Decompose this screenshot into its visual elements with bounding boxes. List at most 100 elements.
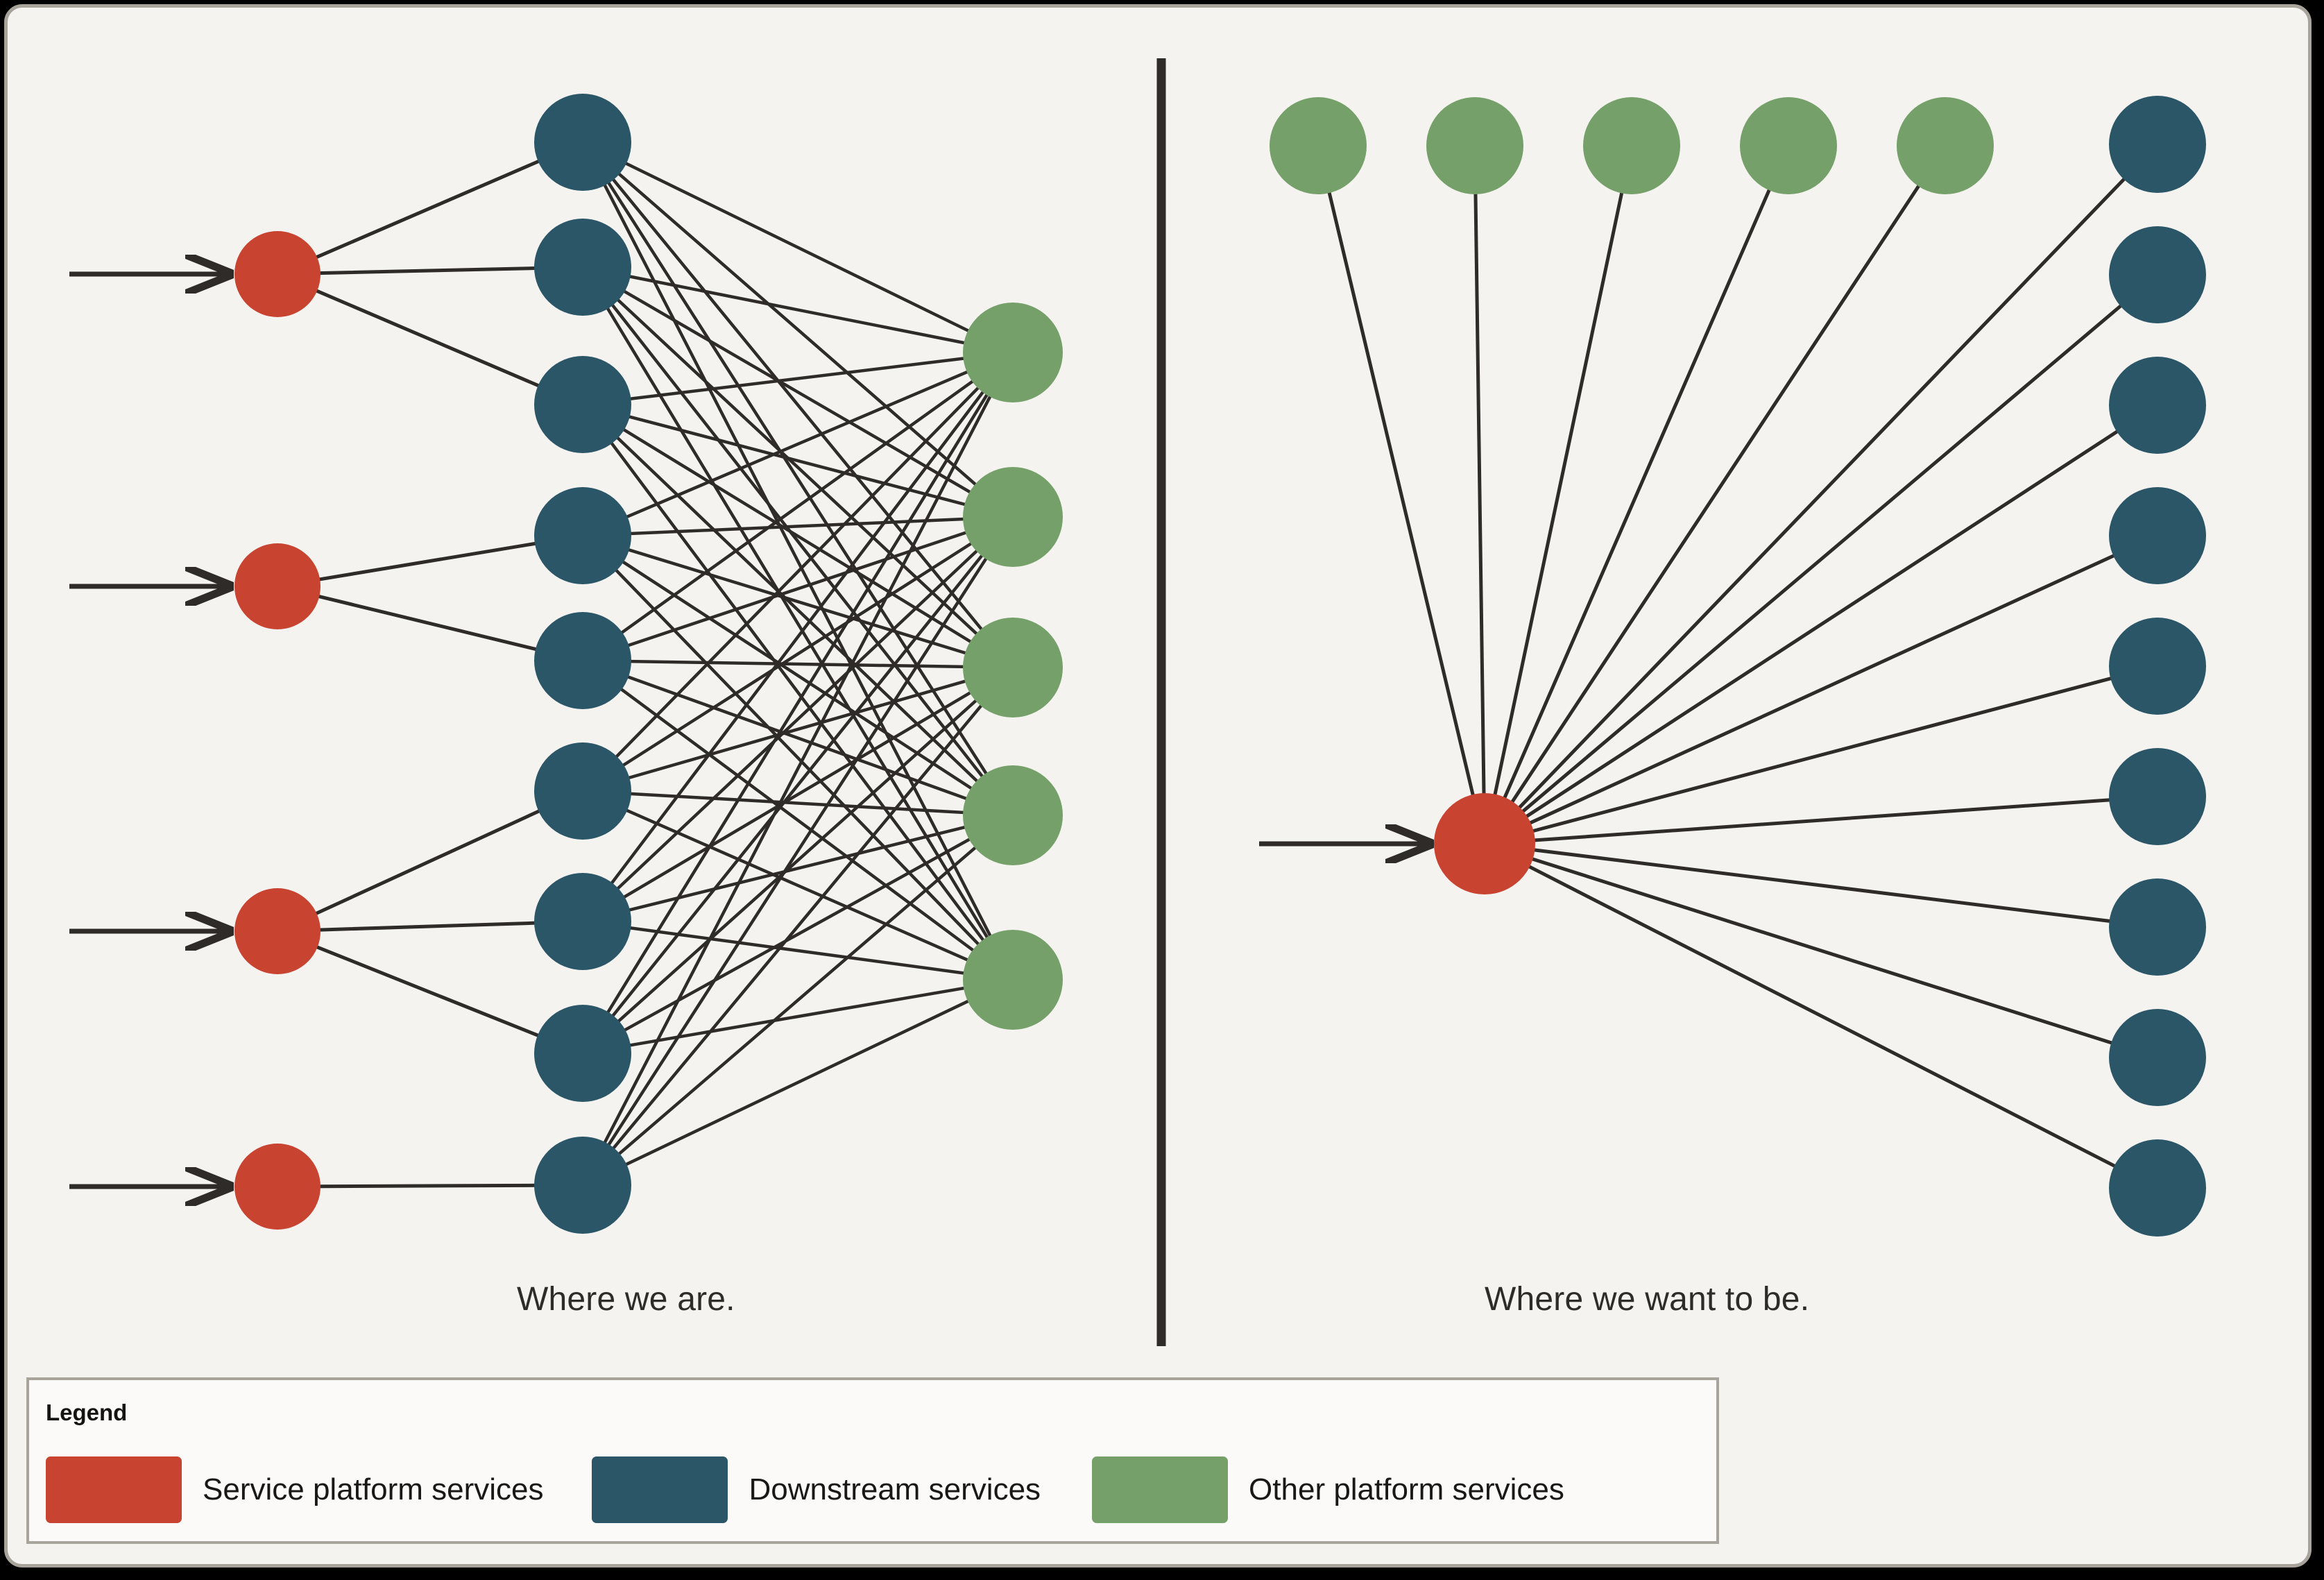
node-other-platform-service[interactable] — [1583, 97, 1680, 194]
edge-service-platform-to-downstream — [1516, 176, 2127, 810]
edge-downstream-to-other-platform — [626, 679, 968, 780]
edge-downstream-to-other-platform — [623, 161, 971, 333]
caption-right-panel: Where we want to be. — [1485, 1281, 1810, 1318]
node-downstream-service[interactable] — [534, 94, 631, 191]
edge-downstream-to-other-platform — [611, 703, 984, 1150]
edge-downstream-to-other-platform — [620, 379, 975, 635]
node-service-platform-service[interactable] — [234, 888, 321, 974]
edge-downstream-to-other-platform — [626, 825, 968, 912]
edge-service-platform-to-downstream — [317, 921, 538, 932]
node-downstream-service[interactable] — [534, 742, 631, 840]
edge-service-platform-to-other-platform — [1510, 183, 1922, 805]
node-service-platform-service[interactable] — [1434, 793, 1535, 894]
node-service-platform-service[interactable] — [234, 543, 321, 629]
edge-downstream-to-other-platform — [628, 357, 966, 401]
edge-service-platform-to-downstream — [1520, 303, 2124, 814]
legend-label-other-platform: Other platform services — [1249, 1472, 1564, 1506]
edge-service-platform-to-other-platform — [1473, 191, 1486, 797]
edge-downstream-to-other-platform — [614, 385, 981, 759]
inbound-arrows-layer — [69, 274, 1429, 1187]
edge-downstream-to-other-platform — [606, 556, 989, 1148]
node-downstream-service[interactable] — [2109, 487, 2206, 584]
node-other-platform-service[interactable] — [1426, 97, 1523, 194]
legend-swatch-other-platform — [1092, 1456, 1229, 1523]
node-downstream-service[interactable] — [2109, 357, 2206, 454]
edge-service-platform-to-downstream — [1530, 856, 2114, 1045]
legend-title: Legend — [46, 1400, 128, 1425]
edge-downstream-to-other-platform — [622, 837, 972, 1033]
edge-service-platform-to-downstream — [1531, 848, 2113, 924]
edge-downstream-to-other-platform — [610, 303, 985, 779]
edge-service-platform-to-other-platform — [1493, 190, 1624, 798]
node-downstream-service[interactable] — [2109, 1009, 2206, 1106]
legend-item-other-platform: Other platform services — [1092, 1456, 1564, 1523]
edge-service-platform-to-downstream — [1528, 553, 2117, 825]
node-other-platform-service[interactable] — [963, 467, 1063, 567]
edges-layer — [314, 159, 2127, 1189]
node-other-platform-service[interactable] — [963, 930, 1063, 1030]
node-downstream-service[interactable] — [534, 487, 631, 584]
node-downstream-service[interactable] — [2109, 96, 2206, 193]
node-downstream-service[interactable] — [534, 1137, 631, 1234]
edge-downstream-to-other-platform — [617, 845, 978, 1156]
node-downstream-service[interactable] — [534, 1005, 631, 1102]
edge-service-platform-to-downstream — [317, 266, 538, 275]
caption-left-panel: Where we are. — [517, 1281, 735, 1318]
edge-downstream-to-other-platform — [602, 393, 993, 1145]
edge-service-platform-to-downstream — [314, 289, 541, 388]
node-downstream-service[interactable] — [2109, 226, 2206, 323]
node-downstream-service[interactable] — [534, 356, 631, 453]
node-other-platform-service[interactable] — [963, 765, 1063, 865]
edge-service-platform-to-downstream — [317, 1183, 538, 1189]
node-service-platform-service[interactable] — [234, 231, 321, 317]
legend-item-downstream: Downstream services — [592, 1456, 1041, 1523]
edge-service-platform-to-downstream — [314, 944, 541, 1038]
edge-service-platform-to-other-platform — [1502, 187, 1772, 801]
edge-downstream-to-other-platform — [624, 370, 970, 519]
edge-downstream-to-other-platform — [626, 547, 968, 655]
node-other-platform-service[interactable] — [1740, 97, 1837, 194]
edge-downstream-to-other-platform — [609, 389, 986, 886]
node-other-platform-service[interactable] — [1897, 97, 1994, 194]
edge-downstream-to-other-platform — [621, 427, 973, 644]
edge-downstream-to-other-platform — [610, 177, 984, 632]
edge-service-platform-to-downstream — [316, 541, 538, 581]
node-downstream-service[interactable] — [2109, 748, 2206, 845]
edge-downstream-to-other-platform — [615, 548, 980, 891]
node-downstream-service[interactable] — [534, 219, 631, 316]
edge-service-platform-to-downstream — [1532, 798, 2112, 842]
edge-downstream-to-other-platform — [606, 392, 989, 1015]
node-other-platform-service[interactable] — [963, 303, 1063, 402]
node-downstream-service[interactable] — [2109, 618, 2206, 715]
node-other-platform-service[interactable] — [963, 618, 1063, 717]
edge-downstream-to-other-platform — [615, 298, 980, 636]
edge-downstream-to-other-platform — [624, 808, 971, 962]
edge-downstream-to-other-platform — [617, 171, 978, 487]
node-service-platform-service[interactable] — [234, 1144, 321, 1230]
node-downstream-service[interactable] — [2109, 878, 2206, 976]
legend: Legend Service platform services Downstr… — [26, 1377, 1719, 1544]
edge-downstream-to-other-platform — [628, 659, 966, 669]
node-downstream-service[interactable] — [534, 873, 631, 970]
nodes-layer — [234, 94, 2206, 1237]
legend-swatch-service-platform — [46, 1456, 182, 1523]
node-downstream-service[interactable] — [534, 612, 631, 709]
edge-service-platform-to-downstream — [314, 159, 542, 260]
edge-downstream-to-other-platform — [624, 999, 971, 1166]
edge-downstream-to-other-platform — [620, 559, 974, 791]
edge-service-platform-to-downstream — [1523, 429, 2120, 819]
edge-downstream-to-other-platform — [622, 289, 973, 495]
edge-downstream-to-other-platform — [626, 530, 968, 647]
edge-downstream-to-other-platform — [606, 180, 989, 776]
legend-item-service-platform: Service platform services — [46, 1456, 543, 1523]
edge-service-platform-to-downstream — [316, 594, 539, 652]
edge-downstream-to-other-platform — [627, 986, 967, 1047]
node-other-platform-service[interactable] — [1270, 97, 1367, 194]
edge-downstream-to-other-platform — [616, 698, 979, 1023]
edge-service-platform-to-downstream — [1526, 864, 2117, 1169]
edge-downstream-to-other-platform — [621, 541, 974, 767]
edge-downstream-to-other-platform — [609, 441, 986, 943]
node-downstream-service[interactable] — [2109, 1139, 2206, 1237]
